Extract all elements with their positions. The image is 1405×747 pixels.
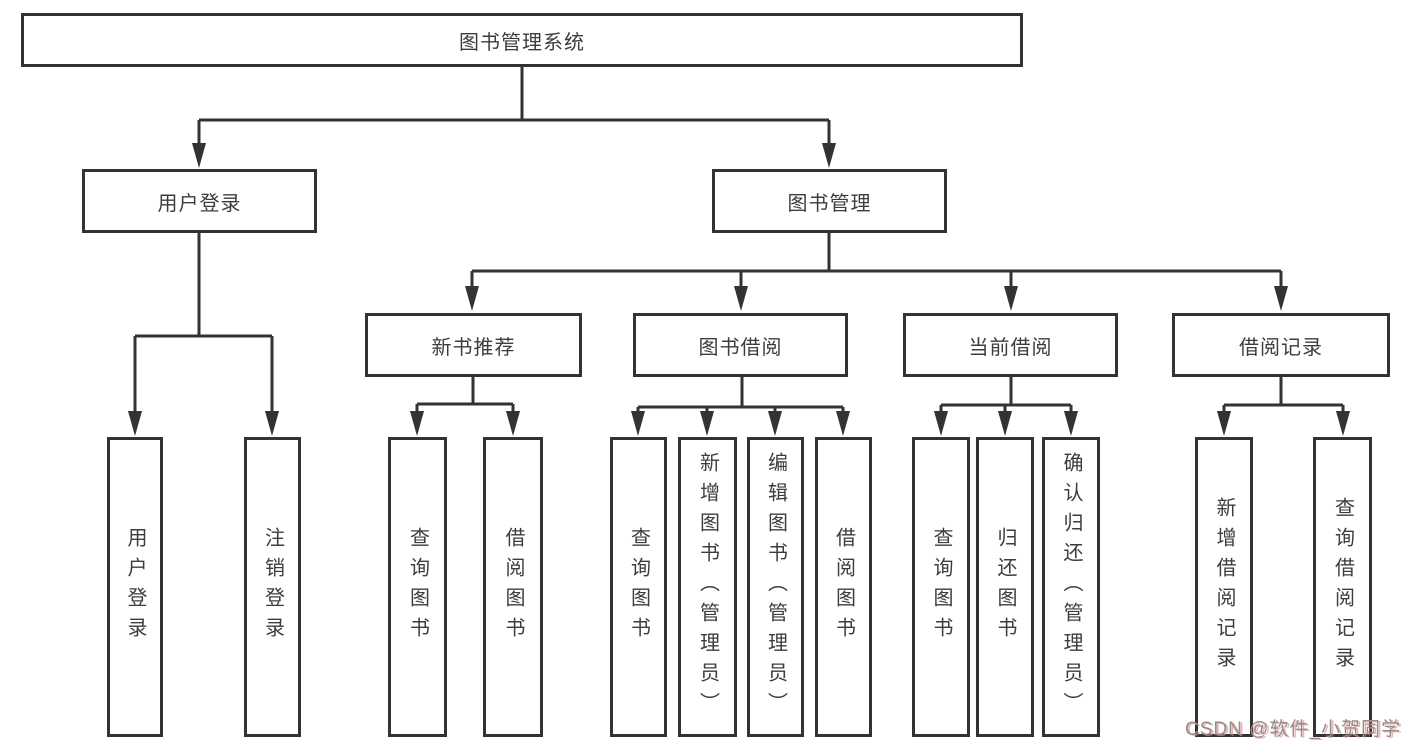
node-new-book-recommend: 新书推荐 xyxy=(365,313,582,377)
leaf-edit-book-admin: 编辑图书（管理员） xyxy=(747,437,804,737)
leaf-add-borrow-record: 新增借阅记录 xyxy=(1195,437,1253,737)
leaf-query-borrow-record: 查询借阅记录 xyxy=(1313,437,1372,737)
leaf-logout: 注销登录 xyxy=(244,437,301,737)
leaf-query-book-borrow: 查询图书 xyxy=(610,437,667,737)
watermark: CSDN @软件_小贺同学 xyxy=(1185,719,1401,740)
leaf-return-book: 归还图书 xyxy=(976,437,1034,737)
leaf-borrow-book-recommend: 借阅图书 xyxy=(483,437,543,737)
node-book-management: 图书管理 xyxy=(712,169,947,233)
node-root: 图书管理系统 xyxy=(21,13,1023,67)
connector-lines xyxy=(133,67,1345,414)
leaf-confirm-return-admin: 确认归还（管理员） xyxy=(1042,437,1100,737)
leaf-borrow-book: 借阅图书 xyxy=(815,437,872,737)
leaf-query-book-current: 查询图书 xyxy=(912,437,970,737)
leaf-add-book-admin: 新增图书（管理员） xyxy=(678,437,737,737)
node-current-borrow: 当前借阅 xyxy=(903,313,1118,377)
node-book-borrow: 图书借阅 xyxy=(633,313,848,377)
arrowheads xyxy=(128,143,1350,436)
leaf-query-book-recommend: 查询图书 xyxy=(388,437,447,737)
node-user-login: 用户登录 xyxy=(82,169,317,233)
leaf-user-login: 用户登录 xyxy=(107,437,163,737)
node-borrow-records: 借阅记录 xyxy=(1172,313,1390,377)
